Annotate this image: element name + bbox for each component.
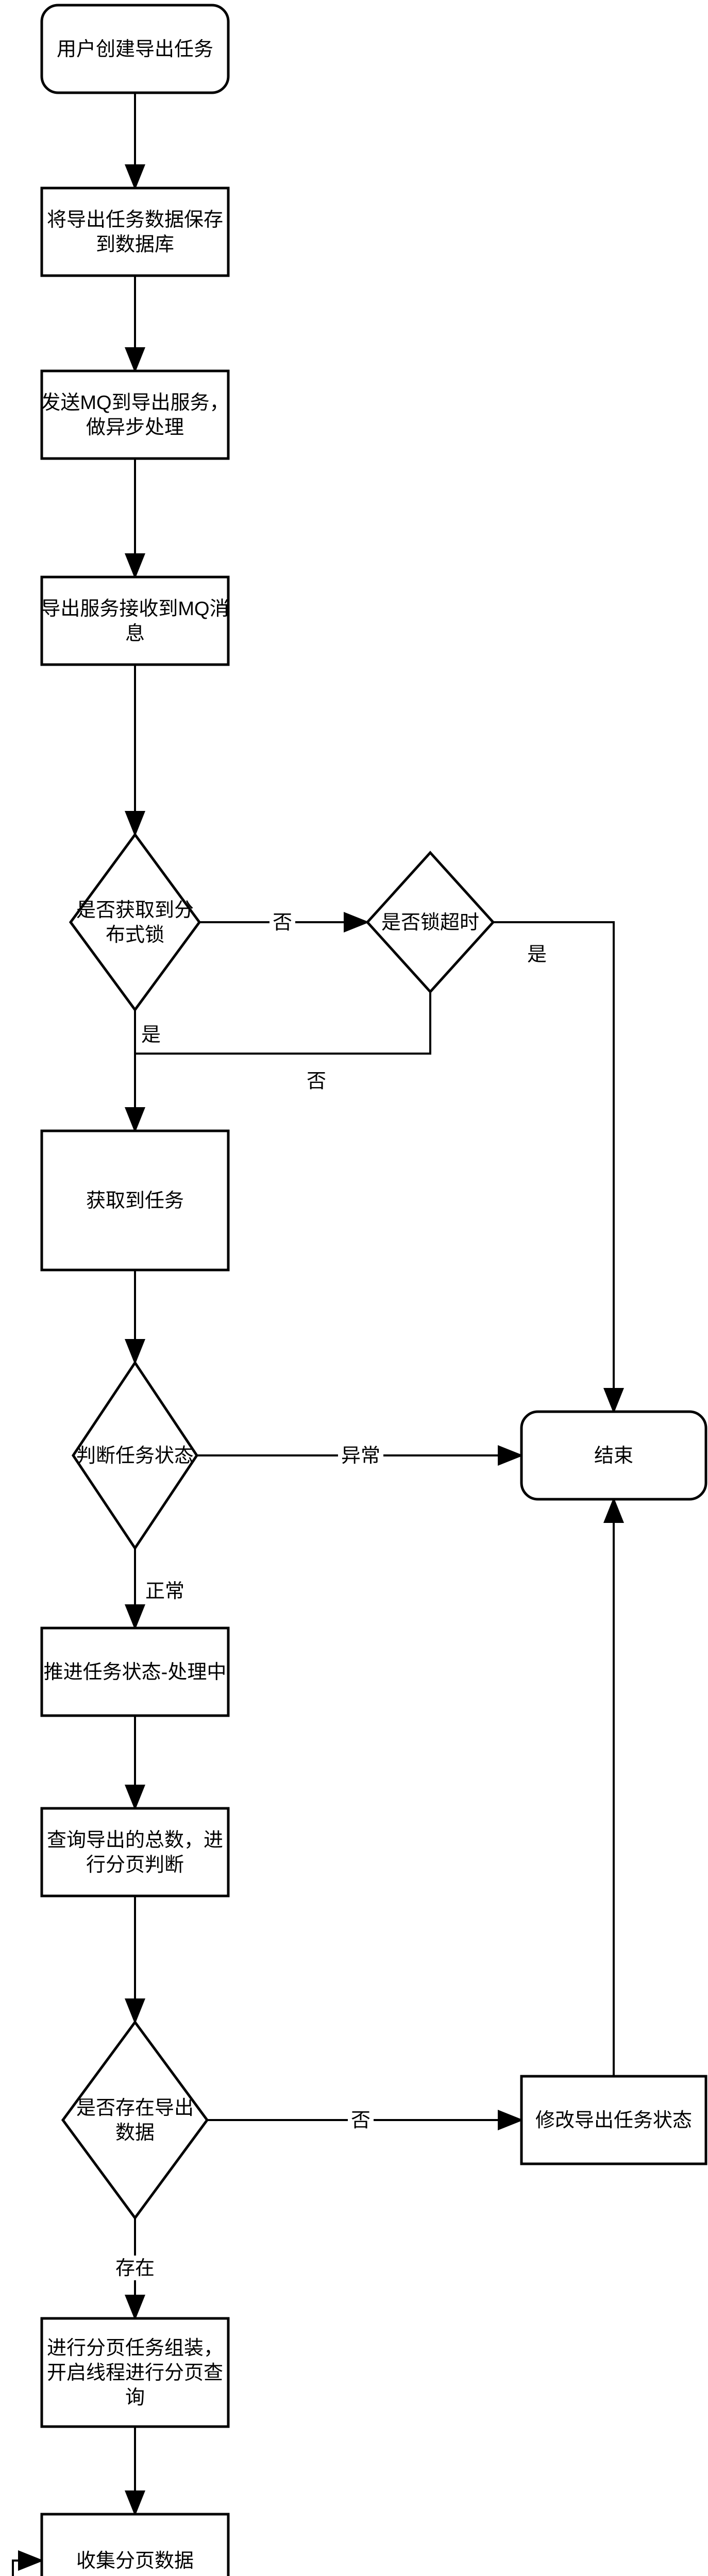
- node-label-modify-status: 修改导出任务状态: [535, 2110, 692, 2131]
- node-label-get-task: 获取到任务: [86, 1190, 184, 1212]
- node-assemble-paging: 进行分页任务组装，开启线程进行分页查询: [40, 2317, 230, 2428]
- node-label-start: 用户创建导出任务: [57, 39, 213, 60]
- node-label-recv-mq: 导出服务接收到MQ消息: [41, 598, 229, 645]
- node-hasdata-decision: 是否存在导出数据: [61, 2020, 209, 2221]
- edge-label-status-abnormal: 异常: [338, 1443, 383, 1468]
- node-start: 用户创建导出任务: [40, 4, 230, 94]
- node-advance-status: 推进任务状态-处理中: [40, 1626, 230, 1717]
- node-label-collect-pages: 收集分页数据: [76, 2550, 194, 2572]
- svg-text:否: 否: [307, 1071, 326, 1092]
- svg-text:否: 否: [273, 912, 292, 934]
- edge-label-lock-yes: 是: [141, 1024, 161, 1046]
- node-label-advance-status: 推进任务状态-处理中: [44, 1662, 227, 1683]
- edge-label-lock-no: 否: [269, 910, 295, 935]
- svg-text:异常: 异常: [341, 1445, 380, 1467]
- node-status-decision: 判断任务状态: [71, 1360, 199, 1551]
- node-label-save-db: 将导出任务数据保存到数据库: [47, 209, 223, 256]
- node-recv-mq: 导出服务接收到MQ消息: [40, 575, 230, 666]
- node-end-right: 结束: [520, 1410, 707, 1501]
- node-label-assemble-paging: 进行分页任务组装，开启线程进行分页查询: [47, 2337, 223, 2409]
- edge-label-status-normal: 正常: [145, 1581, 184, 1602]
- node-label-count-query: 查询导出的总数，进行分页判断: [47, 1829, 223, 1876]
- edge-label-timeout-no-back: 否: [307, 1071, 326, 1092]
- node-lock-timeout-decision: 是否锁超时: [365, 851, 495, 994]
- svg-text:是: 是: [527, 944, 547, 965]
- svg-text:存在: 存在: [115, 2258, 155, 2279]
- svg-text:正常: 正常: [145, 1581, 184, 1602]
- node-count-query: 查询导出的总数，进行分页判断: [40, 1807, 230, 1897]
- edge-label-hasdata-no: 否: [348, 2108, 374, 2132]
- node-get-task: 获取到任务: [40, 1129, 230, 1272]
- node-label-hasdata-decision: 是否存在导出数据: [76, 2097, 194, 2144]
- node-label-lock-decision: 是否获取到分布式锁: [76, 900, 194, 946]
- edge-label-hasdata-exist: 存在: [112, 2256, 158, 2280]
- node-collect-pages: 收集分页数据: [40, 2513, 230, 2576]
- edge-timeout-yes: [493, 921, 624, 1414]
- node-lock-decision: 是否获取到分布式锁: [69, 832, 201, 1012]
- edge-timeout-no-back: [135, 992, 431, 1055]
- svg-text:否: 否: [351, 2110, 370, 2131]
- edge-label-timeout-yes: 是: [527, 944, 547, 965]
- node-label-status-decision: 判断任务状态: [76, 1445, 194, 1467]
- node-save-db: 将导出任务数据保存到数据库: [40, 187, 230, 277]
- edge-complete-no-loop: [12, 2550, 44, 2576]
- node-label-lock-timeout-decision: 是否锁超时: [381, 912, 479, 934]
- node-send-mq: 发送MQ到导出服务，做异步处理: [40, 369, 230, 460]
- svg-text:是: 是: [141, 1024, 161, 1046]
- node-label-send-mq: 发送MQ到导出服务，做异步处理: [41, 392, 229, 438]
- node-label-end-right: 结束: [594, 1445, 633, 1467]
- node-modify-status: 修改导出任务状态: [520, 2075, 707, 2165]
